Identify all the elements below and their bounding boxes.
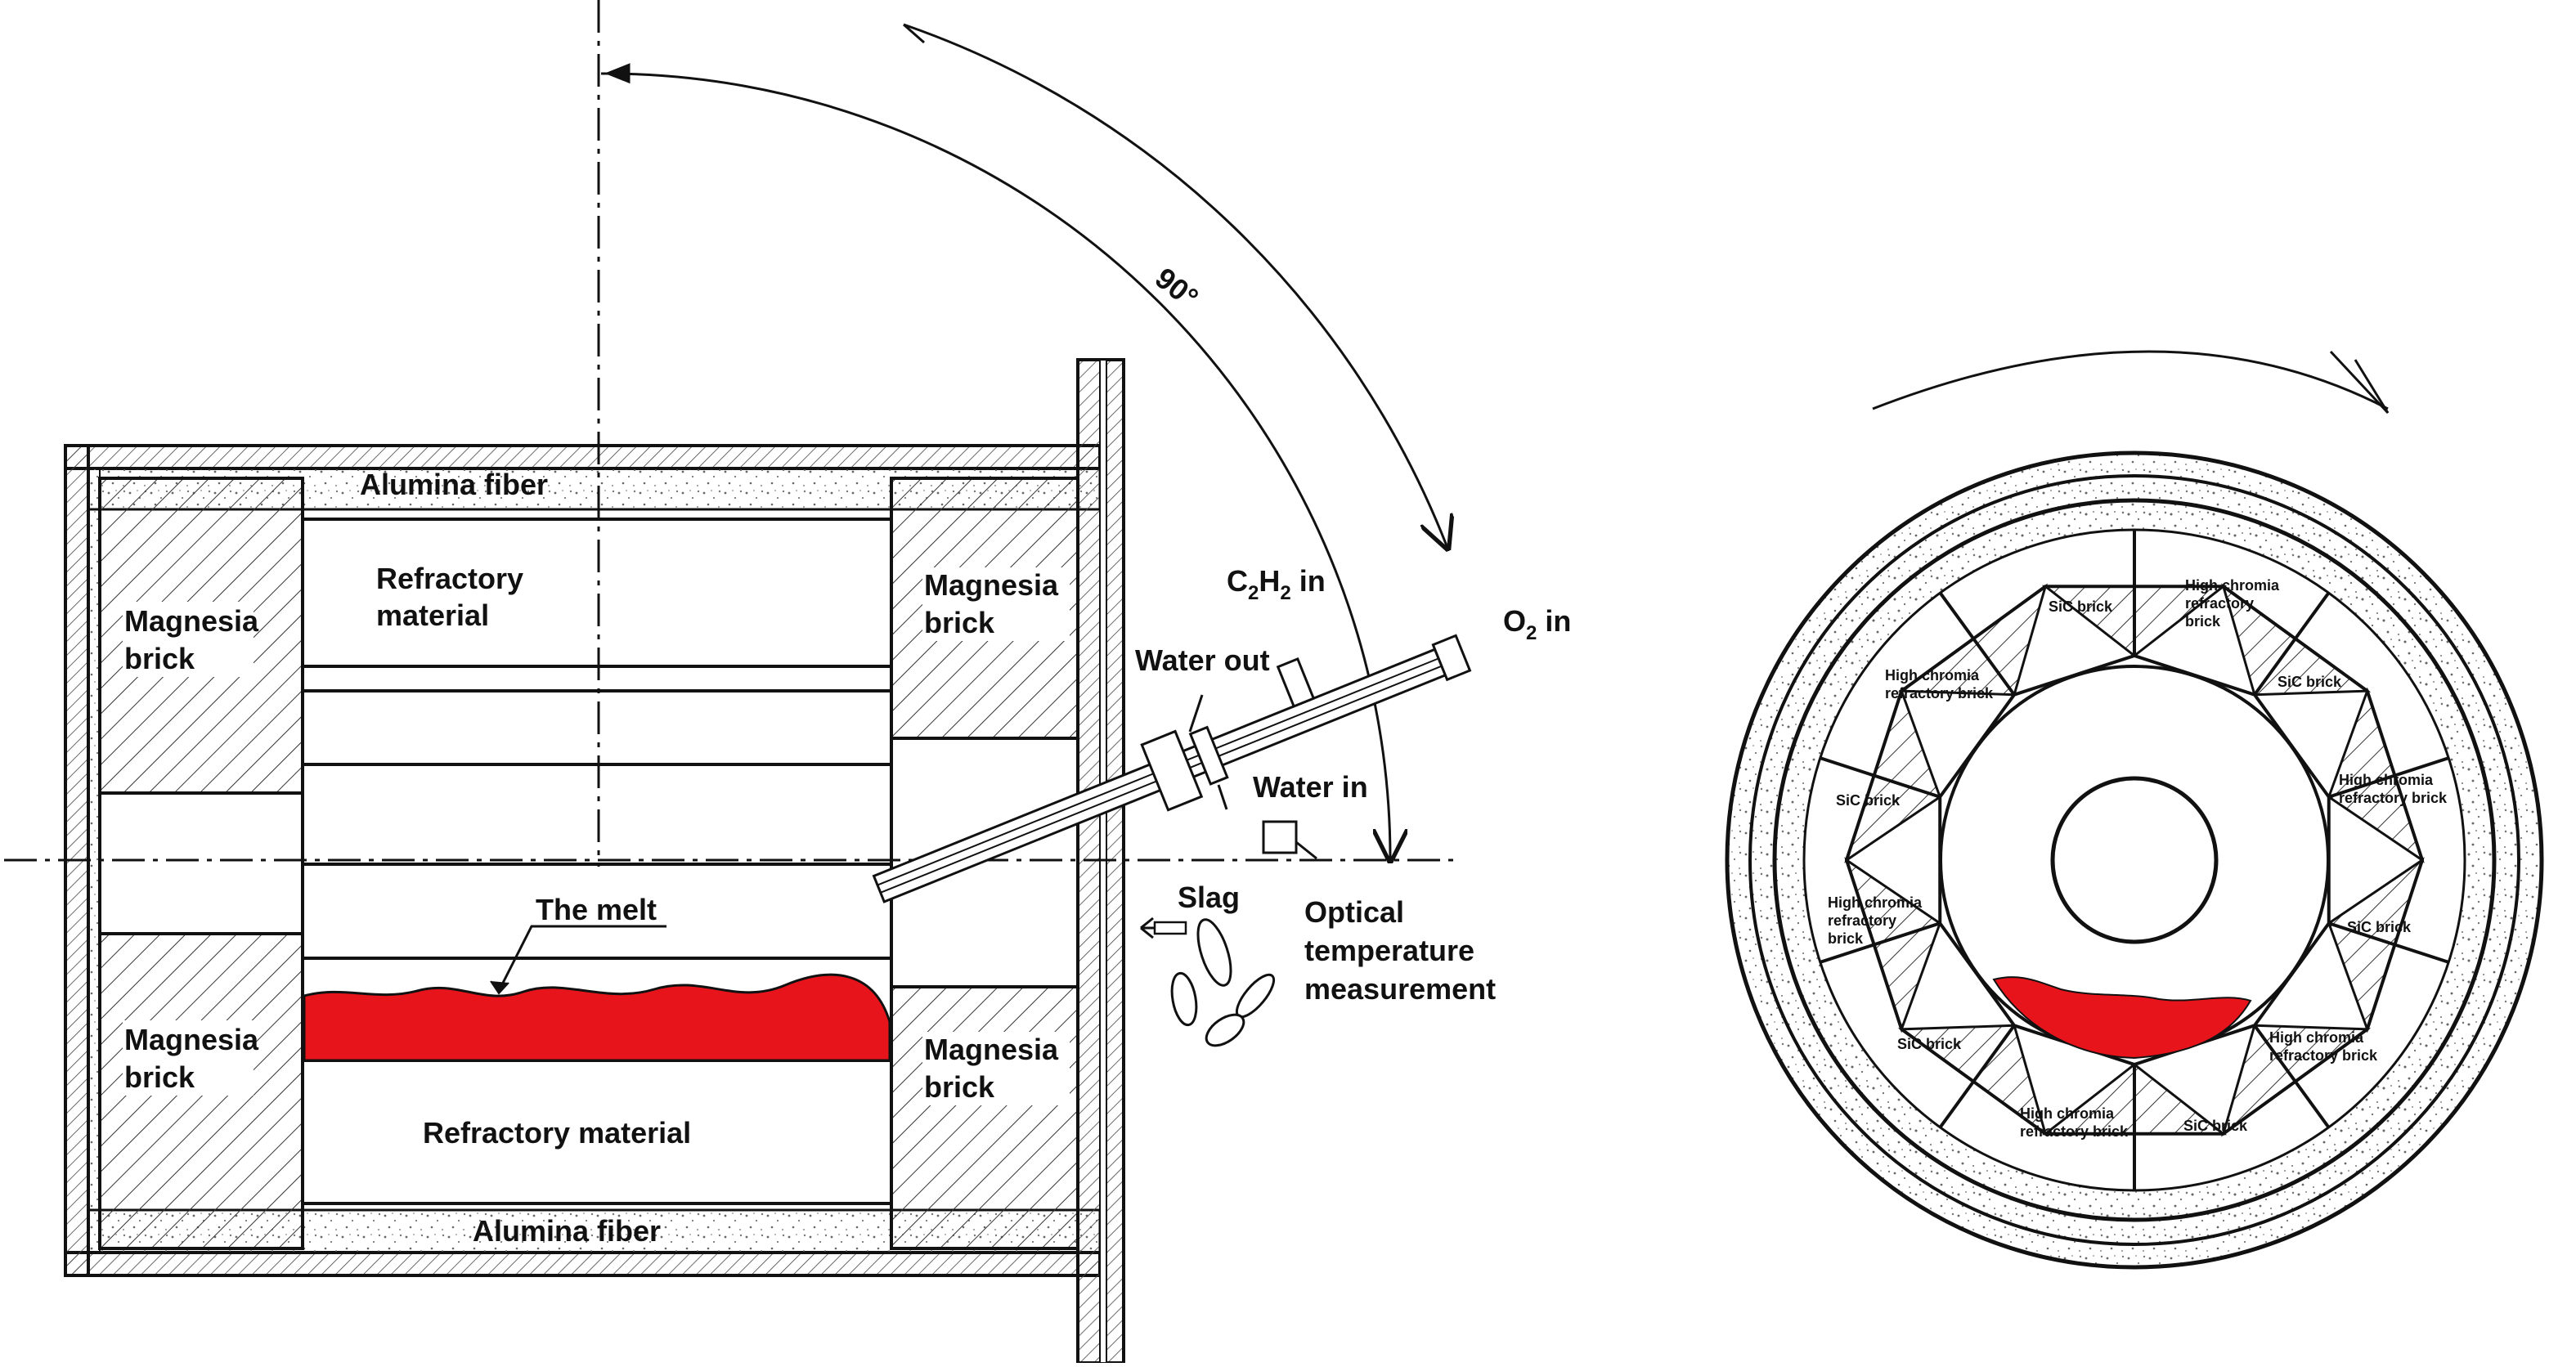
optical-sensor bbox=[1262, 820, 1298, 854]
brick-outer-decagon bbox=[1844, 585, 2425, 1136]
label-refractory-bottom: Refractory material bbox=[423, 1116, 691, 1150]
brick-ring bbox=[1820, 530, 2449, 1190]
brick-divider bbox=[1938, 591, 2016, 696]
label-optical-2: temperature bbox=[1304, 934, 1474, 967]
label-optical-1: Optical bbox=[1304, 895, 1404, 929]
burner-lance bbox=[872, 634, 1472, 903]
brick-divider bbox=[2328, 756, 2449, 799]
label-refractory-top-2: material bbox=[376, 598, 489, 632]
arc-start-tick bbox=[903, 23, 925, 44]
water-out-pipe bbox=[1188, 694, 1204, 733]
label-magnesia-bottom-right-2: brick bbox=[924, 1070, 995, 1104]
rotation-arrow-arc bbox=[1872, 350, 2389, 410]
brick-divider bbox=[1938, 1024, 2016, 1129]
rotation-top-arc bbox=[903, 23, 1447, 548]
brick-label: refractory brick bbox=[2339, 790, 2448, 806]
brick-divider bbox=[2253, 591, 2331, 696]
brick-label: refractory bbox=[2185, 595, 2254, 612]
brick-label: High chromia bbox=[1885, 667, 1980, 684]
brick-label: SiC brick bbox=[1836, 792, 1901, 809]
label-the-melt: The melt bbox=[536, 893, 657, 926]
brick-divider bbox=[2253, 1024, 2331, 1129]
central-refractory-top bbox=[301, 518, 893, 668]
brick-label: High chromia bbox=[1828, 894, 1923, 911]
cross-section-melt bbox=[1992, 976, 2252, 1060]
rotation-arrow-head bbox=[2329, 350, 2390, 415]
label-water-in: Water in bbox=[1253, 770, 1368, 804]
brick-label: brick bbox=[2185, 613, 2221, 630]
label-refractory-top-1: Refractory bbox=[376, 562, 523, 595]
label-o2-in: O2 in bbox=[1503, 604, 1571, 644]
brick-label: High chromia bbox=[2185, 577, 2280, 594]
slag-arrow bbox=[1140, 917, 1187, 939]
brick-label: refractory brick bbox=[2020, 1123, 2129, 1140]
brick-label: SiC brick bbox=[2049, 598, 2113, 615]
brick-divider bbox=[1820, 921, 1941, 964]
optical-pointer bbox=[1295, 840, 1317, 860]
outer-shell-bottom bbox=[64, 1251, 1102, 1277]
brick-label: High chromia bbox=[2020, 1105, 2115, 1122]
furnace-longitudinal-section: Alumina fiber Alumina fiber Refractory m… bbox=[4, 0, 1571, 1365]
label-magnesia-bottom-left-2: brick bbox=[124, 1060, 195, 1094]
arrow-start-head bbox=[604, 63, 631, 83]
brick-label: SiC brick bbox=[2278, 674, 2342, 690]
label-alumina-fiber-bottom: Alumina fiber bbox=[473, 1214, 661, 1248]
brick-label: SiC brick bbox=[1897, 1036, 1962, 1052]
brick-label: brick bbox=[1828, 930, 1864, 947]
slag-particles bbox=[1170, 918, 1276, 1047]
brick-label: High chromia bbox=[2269, 1029, 2364, 1046]
center-hole bbox=[2050, 776, 2219, 944]
label-bg bbox=[922, 567, 1070, 641]
label-c2h2-in: C2H2 in bbox=[1227, 564, 1326, 604]
melt-leader-arrow bbox=[490, 980, 509, 995]
label-bg bbox=[123, 1020, 254, 1096]
brick-divider bbox=[2328, 921, 2449, 964]
brick-label: refractory brick bbox=[1885, 685, 1994, 701]
label-bg bbox=[922, 1032, 1070, 1105]
label-magnesia-bottom-left-1: Magnesia bbox=[124, 1023, 259, 1056]
brick-label: refractory brick bbox=[2269, 1047, 2378, 1064]
label-magnesia-top-left-2: brick bbox=[124, 642, 195, 675]
brick-label: refractory bbox=[1828, 912, 1896, 929]
central-refractory-bottom bbox=[301, 1059, 893, 1205]
label-bg bbox=[123, 602, 254, 677]
label-magnesia-top-left-1: Magnesia bbox=[124, 604, 259, 638]
melt-leader-line bbox=[497, 925, 666, 992]
label-alumina-fiber-top: Alumina fiber bbox=[360, 468, 548, 501]
label-water-out: Water out bbox=[1135, 643, 1270, 677]
label-optical-3: measurement bbox=[1304, 972, 1496, 1006]
brick-label: High chromia bbox=[2339, 772, 2434, 788]
brick-label: SiC brick bbox=[2183, 1118, 2248, 1134]
water-in-pipe bbox=[1217, 784, 1228, 810]
label-90-degrees: 90° bbox=[1149, 261, 1205, 315]
melt-pool bbox=[303, 973, 891, 1062]
label-slag: Slag bbox=[1178, 881, 1240, 914]
outer-shell-top bbox=[64, 444, 1102, 470]
channel-left bbox=[98, 791, 304, 935]
label-magnesia-top-right-1: Magnesia bbox=[924, 568, 1059, 602]
label-magnesia-top-right-2: brick bbox=[924, 606, 995, 639]
brick-label: SiC brick bbox=[2347, 919, 2412, 935]
rotation-90-arc bbox=[600, 72, 1390, 860]
brick-divider bbox=[1820, 756, 1941, 799]
label-magnesia-bottom-right-1: Magnesia bbox=[924, 1033, 1059, 1066]
magnesia-brick-bottom-right bbox=[890, 985, 1079, 1250]
